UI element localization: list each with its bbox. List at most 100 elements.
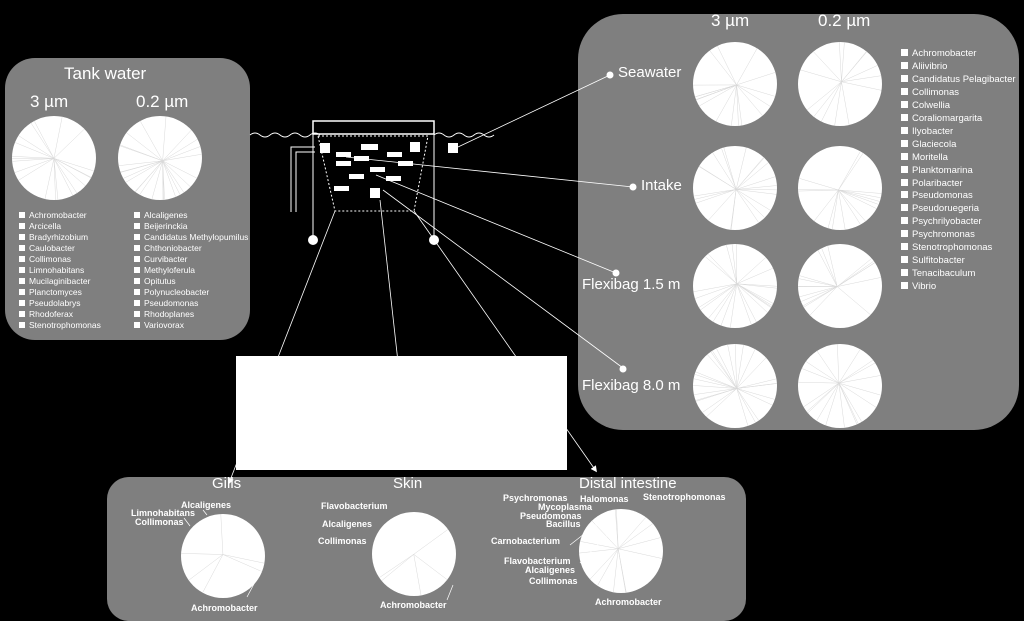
legend-swatch [901,126,908,134]
pie-seawater-02um [798,41,882,126]
gills-label-collimonas: Collimonas [135,517,184,527]
weight-left [308,235,318,245]
sea-legend-item: Glaciecola [901,139,1016,152]
tank-legend-02um-item: Chthoniobacter [134,243,248,254]
legend-label: Moritella [912,151,948,163]
tank-legend-3um-item: Limnohabitans [19,265,101,276]
pie-seawater-3um [693,42,777,126]
connectors [227,74,634,485]
sea-col-3um: 3 µm [711,11,750,30]
int-label-psychromonas: Psychromonas [503,493,568,503]
legend-swatch [901,87,908,95]
legend-label: Polynucleobacter [144,287,210,297]
legend-swatch [134,256,140,262]
int-label-halomonas: Halomonas [580,494,629,504]
tank-legend-02um-item: Polynucleobacter [134,287,248,298]
tank-legend-3um-item: Mucilaginibacter [19,276,101,287]
int-label-stenotrophomonas: Stenotrophomonas [643,492,726,502]
connector-dots [606,71,637,373]
legend-label: Bradyrhizobium [29,232,89,242]
tank-legend-3um-item: Pseudolabrys [19,298,101,309]
tank-legend-02um-item: Rhodoplanes [134,309,248,320]
fish-image-placeholder [236,356,567,470]
tank-legend-02um-item: Curvibacter [134,254,248,265]
water-surface-right [433,132,495,138]
legend-label: Pseudomonas [144,298,199,308]
row-label-flexibag-1-5: Flexibag 1.5 m [582,276,681,293]
legend-swatch [901,74,908,82]
legend-label: Variovorax [144,320,184,330]
sea-legend-item: Ilyobacter [901,126,1016,139]
legend-swatch [901,139,908,147]
tank-water-title: Tank water [64,64,147,83]
sea-col-02um: 0.2 µm [818,11,871,30]
legend-label: Colwellia [912,99,951,111]
legend-label: Mucilaginibacter [29,276,91,286]
legend-swatch [901,243,908,251]
tank-legend-3um-item: Stenotrophomonas [19,320,101,331]
sea-legend-item: Aliivibrio [901,61,1016,74]
pie-intake-3um [693,146,777,230]
int-label-flavobacterium: Flavobacterium [504,556,571,566]
pie-flexibag80-3um [692,343,777,428]
row-label-intake: Intake [641,177,682,194]
sea-legend-item: Pseudomonas [901,190,1016,203]
legend-swatch [901,217,908,225]
legend-swatch [19,212,25,218]
legend-label: Achromobacter [912,48,977,59]
legend-swatch [19,245,25,251]
sea-legend-item: Candidatus Pelagibacter [901,74,1016,87]
tank-legend-02um-item: Pseudomonas [134,298,248,309]
legend-swatch [901,61,908,69]
legend-swatch [901,178,908,186]
legend-label: Chthoniobacter [144,243,202,253]
legend-swatch [901,256,908,264]
fish-leader-lines [183,509,613,601]
gills-label-limnohabitans: Limnohabitans [131,508,196,518]
legend-label: Sulfitobacter [912,255,965,267]
legend-label: Pseudoruegeria [912,203,980,215]
legend-label: Achromobacter [29,210,87,220]
legend-swatch [134,212,140,218]
legend-label: Pseudolabrys [29,298,81,308]
pie-intake-02um [798,146,882,230]
sea-legend-item: Moritella [901,152,1016,165]
sea-legend-item: Colwellia [901,100,1016,113]
pie-flexibag80-02um [798,344,882,428]
legend-label: Coraliomargarita [912,112,983,124]
sea-legend-item: Achromobacter [901,48,1016,61]
gills-title: Gills [212,475,242,492]
legend-label: Collimonas [29,254,72,264]
tank-legend-02um-item: Variovorax [134,320,248,331]
skin-label-alcaligenes: Alcaligenes [322,519,373,529]
int-label-mycoplasma: Mycoplasma [538,502,593,512]
gills-label-achromobacter: Achromobacter [191,603,258,613]
tank-legend-02um-item: Opitutus [134,276,248,287]
legend-swatch [19,300,25,306]
legend-swatch [134,278,140,284]
pie-tank-3um [12,116,96,200]
skin-title: Skin [393,475,423,492]
intestine-title: Distal intestine [579,475,677,492]
legend-label: Limnohabitans [29,265,85,275]
tank-legend-02um-item: Alcaligenes [134,210,248,221]
pie-intestine [579,509,663,593]
int-label-achromobacter: Achromobacter [595,597,662,607]
tank-legend-3um-item: Rhodoferax [19,309,101,320]
legend-label: Tenacibaculum [912,268,976,280]
legend-swatch [134,234,140,240]
legend-swatch [134,300,140,306]
int-label-collimonas: Collimonas [529,576,578,586]
legend-swatch [19,278,25,284]
legend-label: Polaribacter [912,177,963,189]
legend-swatch [134,223,140,229]
legend-swatch [134,322,140,328]
sea-legend-item: Sulfitobacter [901,255,1016,268]
legend-swatch [19,234,25,240]
int-label-carnobacterium: Carnobacterium [491,536,561,546]
int-label-pseudomonas: Pseudomonas [520,511,582,521]
legend-swatch [901,113,908,121]
tank-legend-3um-item: Achromobacter [19,210,101,221]
legend-label: Stenotrophomonas [912,242,993,254]
